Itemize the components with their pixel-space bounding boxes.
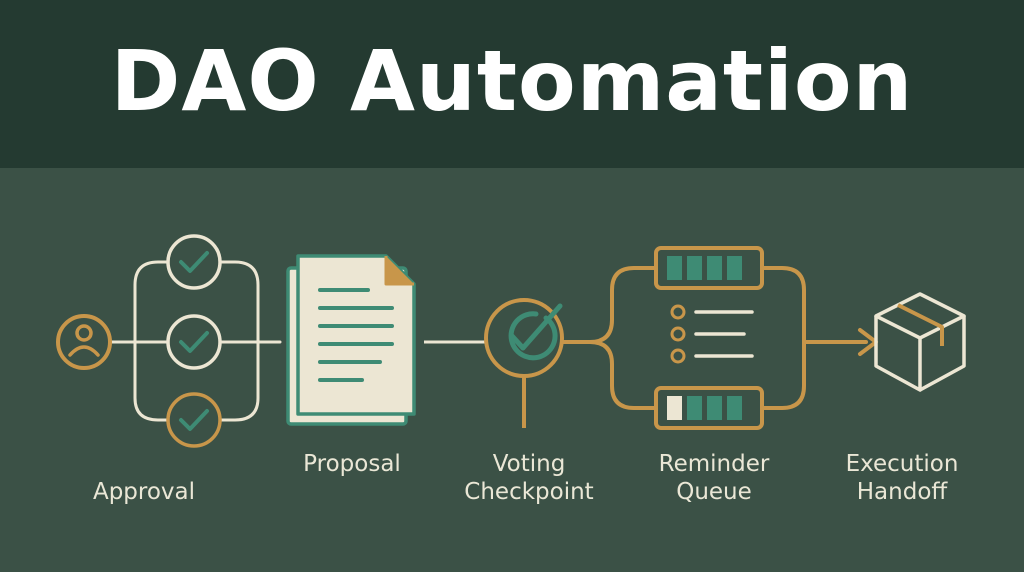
document-icon (286, 254, 416, 426)
stage-label-proposal: Proposal (303, 451, 401, 477)
page-title: DAO Automation (110, 32, 914, 130)
checkpoint-icon (484, 298, 564, 428)
queue-bar-icon (654, 246, 764, 290)
approval-group (56, 234, 282, 448)
stage-label-reminder-queue: Reminder Queue (658, 451, 770, 505)
approval-branches (110, 260, 282, 422)
queue-connectors (560, 266, 878, 410)
list-icon (670, 304, 754, 364)
box-icon (874, 292, 966, 392)
stage-label-execution-handoff: Execution Handoff (845, 451, 959, 505)
user-icon (56, 314, 112, 370)
check-circle-icon (166, 314, 222, 370)
stage-label-voting-checkpoint: Voting Checkpoint (464, 451, 594, 505)
stage-label-approval: Approval (92, 479, 196, 505)
header-banner: DAO Automation (0, 0, 1024, 168)
queue-bar-icon (654, 386, 764, 430)
queue-group (560, 246, 878, 430)
check-circle-icon (166, 234, 222, 290)
diagram-background (0, 168, 1024, 572)
check-circle-icon (166, 392, 222, 448)
